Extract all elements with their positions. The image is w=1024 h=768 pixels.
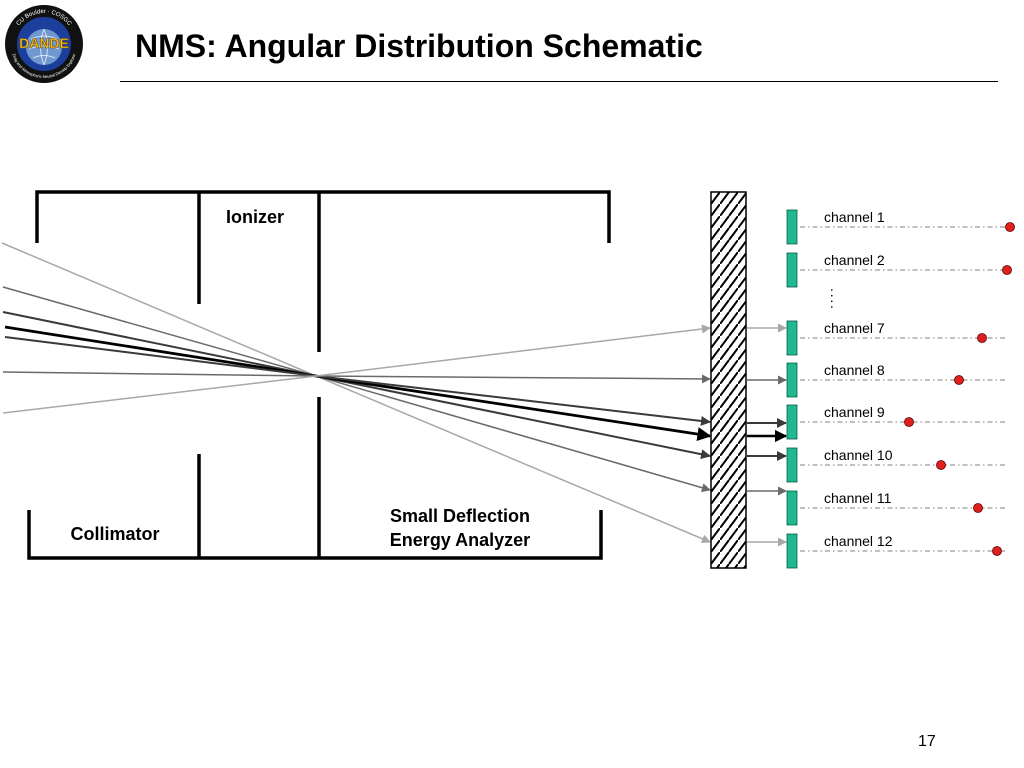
channel-marker xyxy=(1005,222,1015,232)
trajectory-7 xyxy=(2,324,711,414)
detector-bar xyxy=(786,447,798,483)
channel-label: channel 12 xyxy=(824,533,893,549)
ionizer-label: Ionizer xyxy=(226,207,284,227)
trajectory-5 xyxy=(4,336,711,426)
detector-bar xyxy=(786,252,798,288)
hatched-grid-plate xyxy=(710,191,747,569)
channel-label: channel 8 xyxy=(824,362,885,378)
trajectory-6 xyxy=(2,371,711,384)
detector-bar xyxy=(786,490,798,526)
channel-gap-dots: ···· xyxy=(825,288,841,311)
trajectory-1 xyxy=(1,242,711,544)
channel-marker xyxy=(936,460,946,470)
exit-arrows xyxy=(747,323,788,547)
trajectory-2 xyxy=(2,286,711,493)
page-number: 17 xyxy=(918,733,936,750)
detector-bar xyxy=(786,404,798,440)
channel-marker xyxy=(904,417,914,427)
detector-channels: channel 1 channel 2 channel 7 channel 8 chan… xyxy=(786,209,1015,569)
channel-3-group: channel 7 xyxy=(786,320,1008,356)
channel-marker xyxy=(973,503,983,513)
collimator-label: Collimator xyxy=(70,524,159,544)
instrument-walls xyxy=(27,190,611,560)
channel-label: channel 7 xyxy=(824,320,885,336)
particle-trajectories xyxy=(1,242,712,544)
trajectory-3 xyxy=(2,311,711,460)
channel-label: channel 11 xyxy=(824,490,892,506)
channel-7-group: channel 11 xyxy=(786,490,1008,526)
channel-marker xyxy=(992,546,1002,556)
channel-label: channel 2 xyxy=(824,252,885,268)
channel-marker xyxy=(977,333,987,343)
channel-label: channel 1 xyxy=(824,209,885,225)
channel-label: channel 9 xyxy=(824,404,885,420)
analyzer-label-line2: Energy Analyzer xyxy=(390,530,530,550)
channel-1-group: channel 1 xyxy=(786,209,1015,245)
channel-2-group: channel 2 xyxy=(786,252,1012,288)
detector-bar xyxy=(786,320,798,356)
channel-6-group: channel 10 xyxy=(786,447,1008,483)
logo-globe xyxy=(26,29,62,65)
bottom-wall xyxy=(27,510,603,560)
analyzer-label-line1: Small Deflection xyxy=(390,506,530,526)
page-title: NMS: Angular Distribution Schematic xyxy=(135,28,703,64)
detector-bar xyxy=(786,533,798,569)
channel-4-group: channel 8 xyxy=(786,362,1008,398)
dande-logo: CU Boulder · COSGC Drag and Atmospheric … xyxy=(5,5,83,83)
detector-bar xyxy=(786,209,798,245)
top-wall xyxy=(35,190,611,243)
channel-marker xyxy=(1002,265,1012,275)
logo-wordmark: DANDE xyxy=(19,35,69,51)
channel-5-group: channel 9 xyxy=(786,404,1008,440)
channel-8-group: channel 12 xyxy=(786,533,1008,569)
channel-label: channel 10 xyxy=(824,447,893,463)
title-divider xyxy=(120,81,998,82)
detector-bar xyxy=(786,362,798,398)
channel-marker xyxy=(954,375,964,385)
